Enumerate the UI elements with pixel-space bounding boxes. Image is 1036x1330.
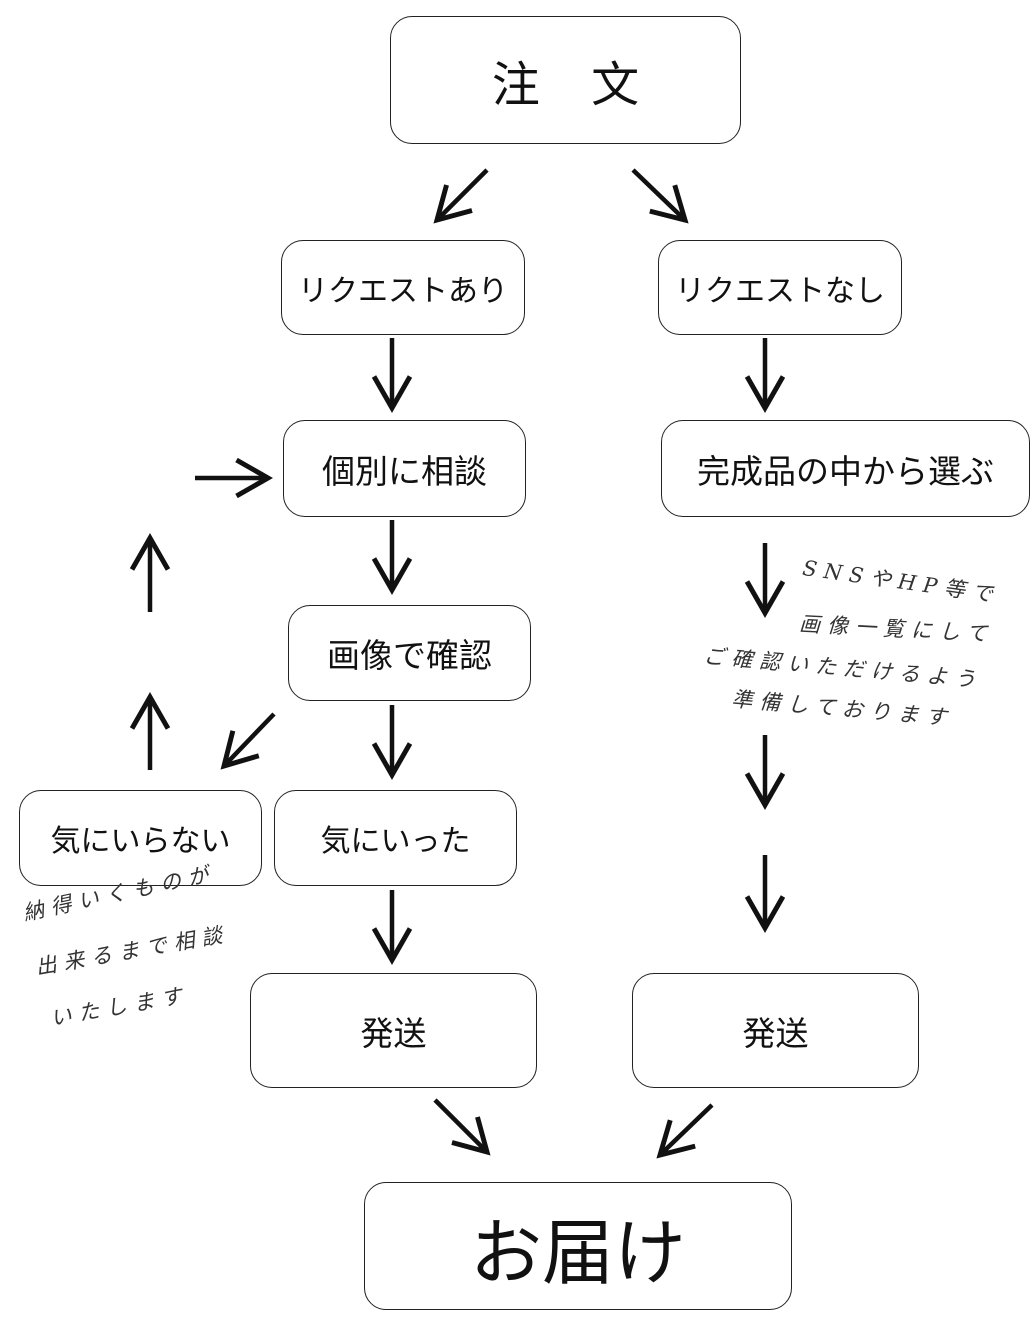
- node-ship-right: 発送: [632, 973, 919, 1088]
- node-request-yes: リクエストあり: [281, 240, 525, 335]
- arrow-ship-left-to-deliver: [433, 1098, 491, 1156]
- node-order: 注 文: [390, 16, 741, 144]
- node-deliver: お届け: [364, 1182, 792, 1310]
- arrow-ship-right-to-deliver: [656, 1103, 714, 1159]
- node-choose: 完成品の中から選ぶ: [661, 420, 1030, 517]
- arrow-order-to-request-yes: [433, 168, 489, 224]
- node-like: 気にいった: [274, 790, 517, 886]
- node-dislike: 気にいらない: [19, 790, 262, 886]
- node-request-no: リクエストなし: [658, 240, 902, 335]
- node-confirm: 画像で確認: [288, 605, 531, 701]
- arrow-order-to-request-no: [631, 168, 689, 224]
- node-ship-left: 発送: [250, 973, 537, 1088]
- arrow-confirm-to-dislike: [220, 712, 276, 770]
- node-consult: 個別に相談: [283, 420, 526, 517]
